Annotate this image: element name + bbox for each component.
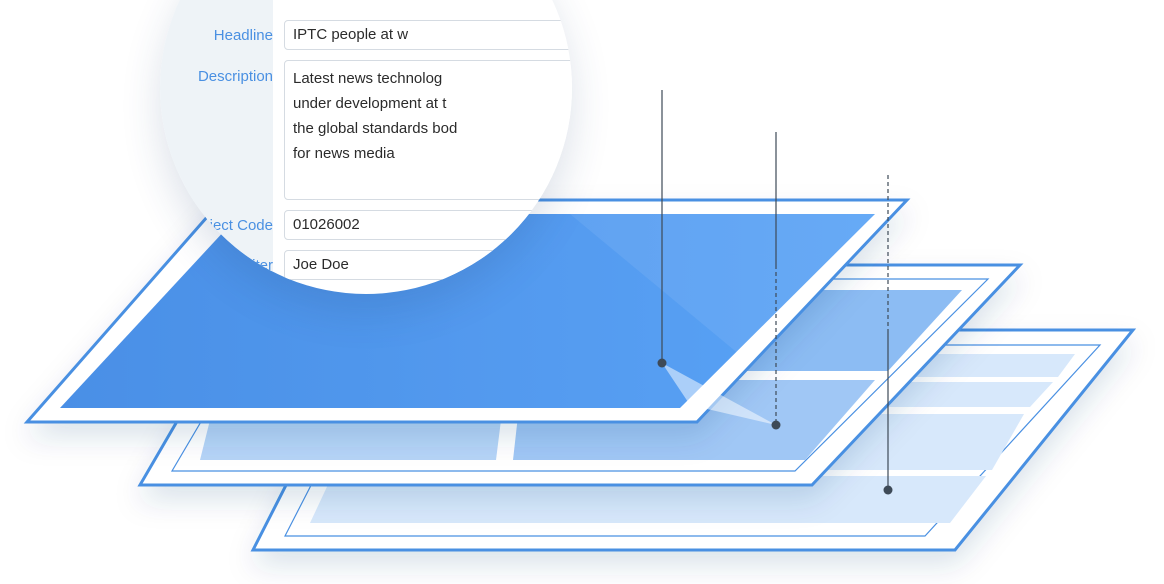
- description-label: Description: [197, 68, 273, 85]
- metadata-form: Headline IPTC people at w Description La…: [160, 0, 572, 294]
- pin-bottom-layer: [883, 175, 893, 495]
- pin-middle-layer: [771, 132, 781, 430]
- headline-label: Headline: [213, 27, 273, 44]
- subject-code-field[interactable]: 01026002: [284, 210, 572, 240]
- subject-code-label: Subject Code: [182, 217, 273, 234]
- description-field[interactable]: Latest news technolog under development …: [284, 60, 572, 200]
- writer-label: Writer: [233, 257, 273, 274]
- label-column: [160, 0, 273, 294]
- writer-field[interactable]: Joe Doe: [284, 250, 572, 280]
- magnifier-lens: Headline IPTC people at w Description La…: [160, 0, 572, 294]
- headline-field[interactable]: IPTC people at w: [284, 20, 572, 50]
- light-beam: [662, 363, 776, 425]
- pin-top-layer: [657, 90, 667, 368]
